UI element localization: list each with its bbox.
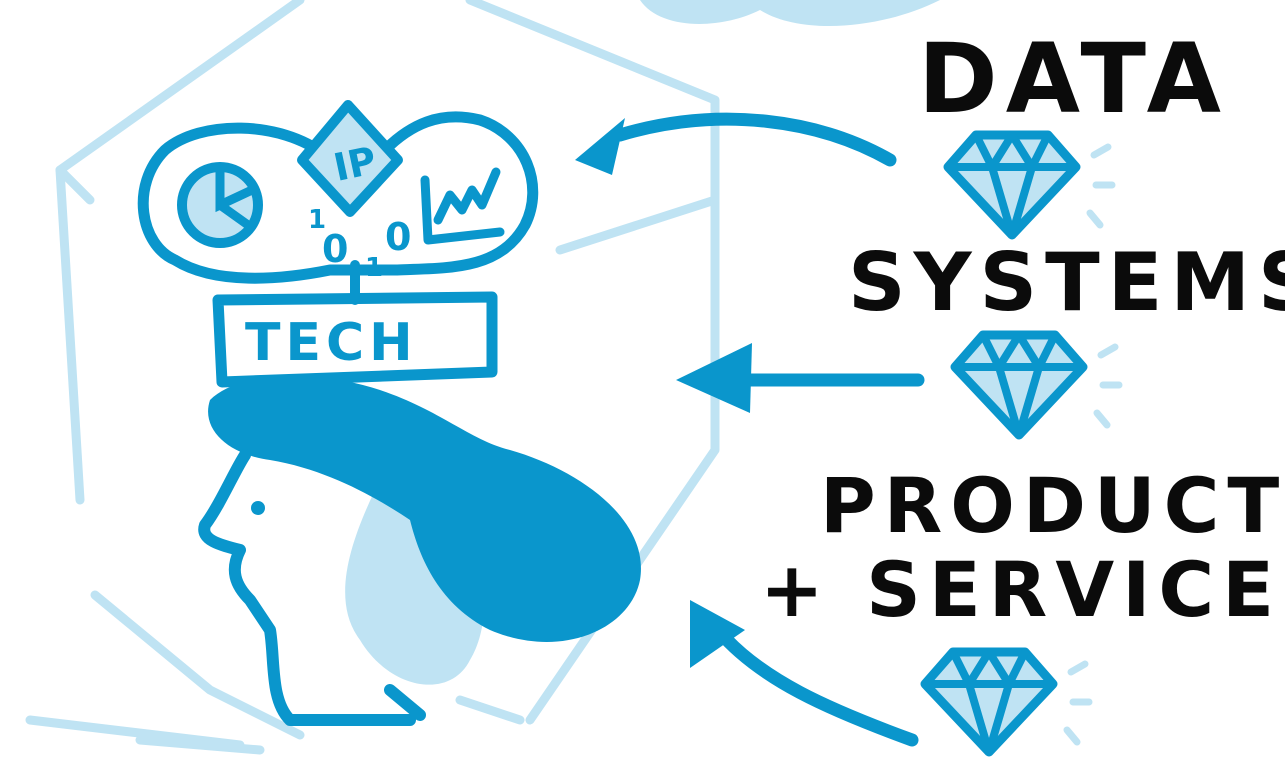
binary-digit: 1 (308, 205, 326, 235)
cloud-shape (640, 0, 940, 27)
tech-banner: TECH (212, 291, 498, 388)
label-products: PRODUCTS (820, 461, 1285, 550)
head-silhouette (198, 376, 641, 726)
line-chart-icon (420, 167, 505, 245)
ip-badge: IP (297, 100, 403, 217)
binary-digit: 0 (385, 215, 411, 259)
arrow-data-to-head (575, 112, 897, 175)
ip-badge-label: IP (330, 138, 380, 190)
pie-chart-icon (177, 162, 263, 248)
binary-digit: 1 (365, 253, 383, 283)
arrow-systems-to-head (676, 343, 925, 413)
binary-digits: 1 0 1 0 (308, 205, 411, 283)
thought-bubble (137, 111, 539, 284)
tech-banner-label: TECH (245, 313, 418, 373)
diamond-icon (943, 130, 1116, 240)
eye-dot (251, 501, 265, 515)
label-systems: SYSTEMS (848, 236, 1285, 329)
diamond-icon (920, 647, 1093, 757)
label-data: DATA (918, 23, 1229, 135)
diamond-icon (950, 330, 1123, 440)
binary-digit: 0 (322, 227, 348, 271)
label-services: + SERVICES (760, 545, 1285, 634)
arrow-products-to-head (690, 600, 919, 747)
